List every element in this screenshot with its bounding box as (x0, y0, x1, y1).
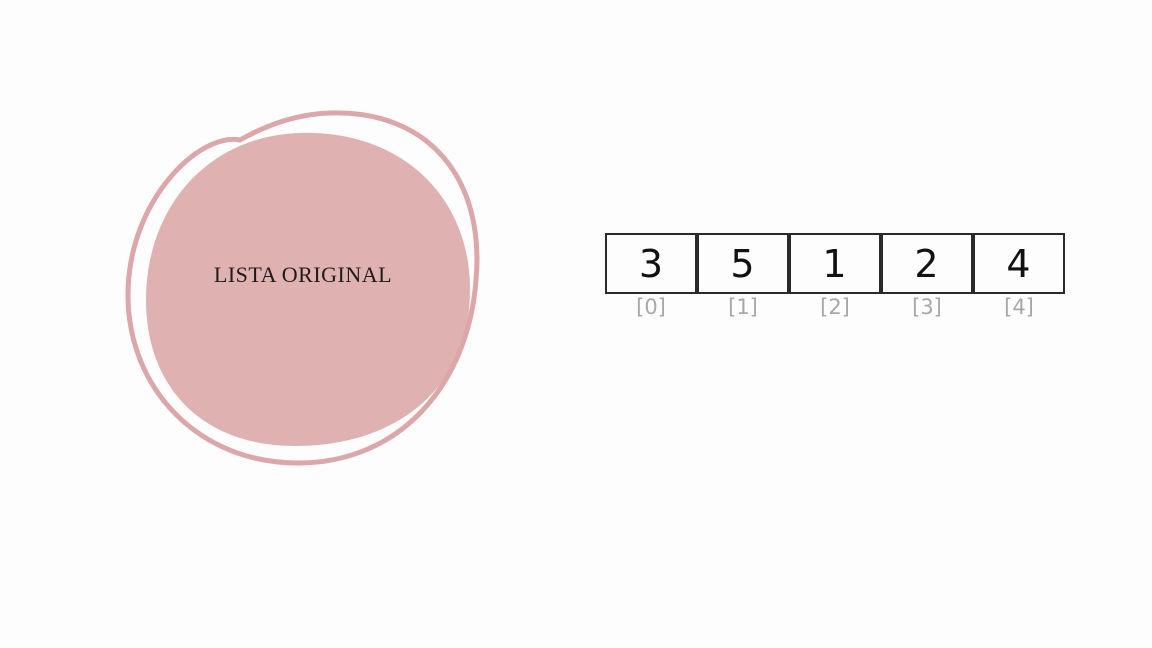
array-index: [2] (820, 295, 850, 319)
array-value: 5 (696, 233, 789, 294)
array-value: 4 (972, 233, 1065, 294)
array-row: 3 [0] 5 [1] 1 [2] 2 [3] 4 [4] (605, 233, 1065, 319)
array-index: [1] (728, 295, 758, 319)
array-cell: 2 [3] (880, 233, 973, 319)
array-cell: 3 [0] (605, 233, 697, 319)
blob-fill (146, 132, 470, 446)
array-index: [3] (912, 295, 942, 319)
blob-outline (125, 110, 480, 466)
diagram-title: LISTA ORIGINAL (213, 262, 393, 287)
array-value: 1 (788, 233, 881, 294)
array-value: 3 (605, 233, 697, 294)
array-index: [0] (636, 295, 666, 319)
array-cell: 4 [4] (972, 233, 1065, 319)
array-index: [4] (1004, 295, 1034, 319)
array-cell: 1 [2] (788, 233, 881, 319)
array-value: 2 (880, 233, 973, 294)
array-cell: 5 [1] (696, 233, 789, 319)
